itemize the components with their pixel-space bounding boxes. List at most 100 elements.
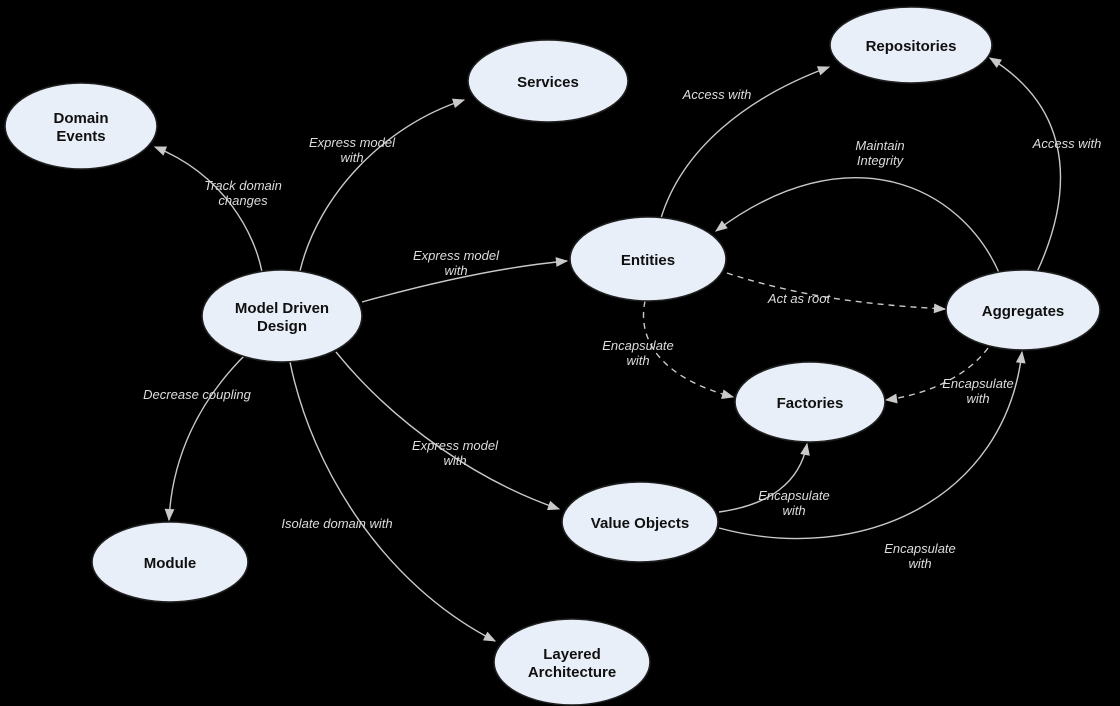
node-label-value-objects: Value Objects	[591, 515, 689, 532]
node-label-line: Entities	[621, 252, 675, 269]
edge-line-access-with-entities-repos	[660, 66, 831, 219]
edge-label-line: Encapsulate	[884, 541, 956, 556]
edge-label-line: Isolate domain with	[281, 516, 392, 531]
node-label-line: Services	[517, 74, 579, 91]
node-label-line: Architecture	[528, 664, 616, 681]
edge-act-as-root: Act as root	[726, 272, 947, 314]
node-label-line: Domain	[53, 110, 108, 127]
node-aggregates: Aggregates	[945, 269, 1101, 351]
node-label-line: Factories	[777, 395, 844, 412]
node-label-services: Services	[517, 74, 579, 91]
node-label-line: Aggregates	[982, 303, 1065, 320]
node-ellipse-aggregates	[945, 269, 1101, 351]
edge-label-line: with	[340, 150, 363, 165]
edge-line-express-model-value-objects	[335, 351, 561, 511]
edge-label-decrease-coupling: Decrease coupling	[143, 387, 251, 402]
node-ellipse-module	[91, 521, 249, 603]
edge-label-act-as-root: Act as root	[767, 291, 832, 306]
edge-label-line: Express model	[413, 248, 500, 263]
node-label-line: Value Objects	[591, 515, 689, 532]
edge-label-line: Integrity	[857, 153, 905, 168]
edge-label-line: Access with	[682, 87, 752, 102]
edge-label-line: Express model	[309, 135, 396, 150]
edge-label-line: with	[966, 391, 989, 406]
edge-label-line: Decrease coupling	[143, 387, 251, 402]
edge-label-line: with	[626, 353, 649, 368]
node-label-line: Model Driven	[235, 300, 329, 317]
node-entities: Entities	[569, 216, 727, 302]
edge-label-line: Express model	[412, 438, 499, 453]
edge-line-encapsulate-aggregates-factories	[884, 347, 989, 404]
node-factories: Factories	[734, 361, 886, 443]
edge-line-express-model-services	[299, 98, 466, 272]
node-label-line: Layered	[543, 646, 601, 663]
edge-label-line: Access with	[1032, 136, 1102, 151]
node-ellipse-factories	[734, 361, 886, 443]
node-label-module: Module	[144, 555, 197, 572]
edge-access-with-aggregates-repos: Access with	[988, 57, 1102, 273]
node-ellipse-domain-events	[4, 82, 158, 170]
edge-label-isolate-domain: Isolate domain with	[281, 516, 392, 531]
node-label-aggregates: Aggregates	[982, 303, 1065, 320]
edge-label-line: with	[908, 556, 931, 571]
node-ellipse-value-objects	[561, 481, 719, 563]
node-label-line: Events	[56, 128, 105, 145]
edge-label-line: with	[444, 263, 467, 278]
node-label-entities: Entities	[621, 252, 675, 269]
node-services: Services	[467, 39, 629, 123]
edge-label-line: Encapsulate	[942, 376, 1014, 391]
node-ellipse-repositories	[829, 6, 993, 84]
edge-line-access-with-aggregates-repos	[988, 57, 1062, 273]
node-label-line: Repositories	[866, 38, 957, 55]
node-ellipse-services	[467, 39, 629, 123]
edge-label-access-with-entities-repos: Access with	[682, 87, 752, 102]
node-label-line: Module	[144, 555, 197, 572]
node-label-factories: Factories	[777, 395, 844, 412]
edge-isolate-domain: Isolate domain with	[281, 361, 497, 642]
node-ellipse-entities	[569, 216, 727, 302]
edge-access-with-entities-repos: Access with	[660, 66, 831, 219]
edge-line-act-as-root	[726, 272, 947, 314]
edge-line-encapsulate-vo-factories	[718, 442, 810, 513]
edge-decrease-coupling: Decrease coupling	[143, 354, 252, 522]
edge-line-encapsulate-entities-factories	[642, 300, 735, 399]
edge-label-line: with	[782, 503, 805, 518]
edge-label-line: changes	[218, 193, 268, 208]
edge-line-track-domain-changes	[153, 146, 263, 273]
node-ellipse-layered-architecture	[493, 618, 651, 706]
edge-line-isolate-domain	[289, 361, 497, 642]
edge-label-access-with-aggregates-repos: Access with	[1032, 136, 1102, 151]
edge-label-line: Track domain	[204, 178, 282, 193]
edge-line-encapsulate-vo-aggregates	[718, 350, 1026, 540]
node-module: Module	[91, 521, 249, 603]
edge-label-line: with	[443, 453, 466, 468]
